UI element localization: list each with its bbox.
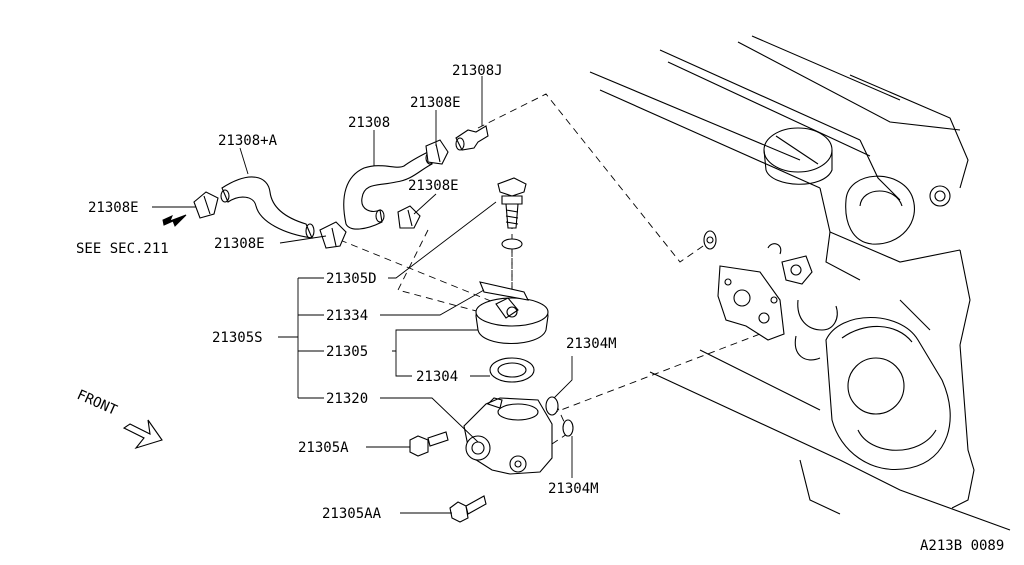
engine-block: [589, 35, 1011, 531]
front-label: FRONT: [74, 387, 120, 419]
label-21308: 21308: [348, 115, 390, 131]
label-21305s: 21305S: [212, 330, 263, 346]
bolt-21305aa: [449, 495, 487, 523]
washer: [501, 238, 523, 250]
leader-lines: [152, 76, 573, 514]
label-21334: 21334: [326, 308, 368, 324]
hose-clamp-low: [319, 221, 347, 249]
connector-21308j: [455, 125, 489, 151]
label-21308e-mid: 21308E: [408, 178, 459, 194]
bolt-21305a: [409, 431, 449, 457]
label-21305d: 21305D: [326, 271, 377, 287]
front-arrow-icon: [122, 419, 163, 450]
label-21308e-top: 21308E: [410, 95, 461, 111]
hose-clamp-top: [425, 139, 449, 165]
hose-clamp-left: [193, 191, 219, 219]
label-21304m-bot: 21304M: [548, 481, 599, 497]
label-21308e-low: 21308E: [214, 236, 265, 252]
diagram-code: A213B 0089: [920, 538, 1004, 554]
label-21304: 21304: [416, 369, 458, 385]
label-21308j: 21308J: [452, 63, 503, 79]
oil-cooler-21305: [475, 281, 549, 345]
label-21305aa: 21305AA: [322, 506, 382, 522]
o-ring-21304m: [545, 396, 574, 437]
o-ring-21304: [489, 357, 535, 383]
see-section-label: SEE SEC.211: [76, 241, 169, 257]
see-section-arrow-icon: [162, 214, 187, 227]
label-21320: 21320: [326, 391, 368, 407]
hose-21308a: [220, 176, 315, 239]
label-21308a: 21308+A: [218, 133, 278, 149]
label-21305: 21305: [326, 344, 368, 360]
hose-clamp-mid: [397, 205, 421, 229]
label-21304m-top: 21304M: [566, 336, 617, 352]
label-21308e-left: 21308E: [88, 200, 139, 216]
bolt-21305d: [497, 177, 527, 229]
bracket-21320: [463, 397, 553, 475]
hose-21308: [343, 151, 435, 230]
label-21305a: 21305A: [298, 440, 349, 456]
